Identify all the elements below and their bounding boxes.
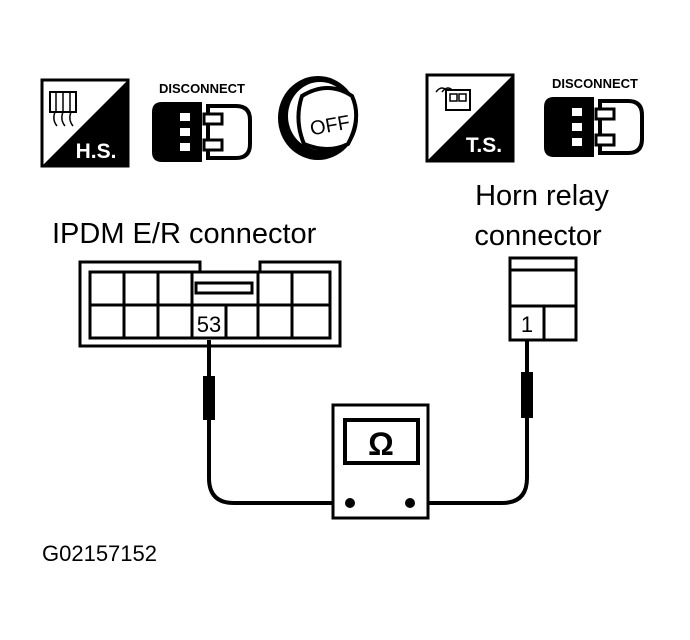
figure-id: G02157152	[42, 541, 157, 566]
ipdm-connector: 53	[78, 260, 342, 348]
ts-badge-text: T.S.	[466, 134, 502, 157]
harness-side-badge: H.S.	[40, 78, 130, 168]
terminal-side-badge: T.S.	[425, 73, 515, 163]
disconnect-icon-right	[544, 97, 644, 157]
ignition-off-icon: OFF	[278, 76, 359, 160]
probe-lead-left	[203, 340, 350, 505]
horn-relay-terminal-1: 1	[521, 312, 533, 337]
ohm-symbol: Ω	[368, 426, 394, 462]
harness-connector-icon	[49, 91, 77, 127]
ipdm-connector-label: IPDM E/R connector	[52, 218, 317, 250]
horn-relay-label-line2: connector	[474, 220, 602, 252]
horn-relay-connector: 1	[508, 256, 578, 342]
meter-terminal-right	[405, 498, 415, 508]
probe-lead-right	[410, 340, 533, 505]
disconnect-icon-left	[152, 102, 252, 162]
horn-relay-label-line1: Horn relay	[475, 180, 609, 212]
disconnect-label-right: DISCONNECT	[552, 76, 638, 91]
ohmmeter: Ω	[331, 403, 430, 520]
meter-terminal-left	[345, 498, 355, 508]
hs-badge-text: H.S.	[76, 140, 117, 163]
disconnect-label-left: DISCONNECT	[159, 81, 245, 96]
terminal-connector-icon	[435, 87, 471, 111]
ipdm-terminal-53: 53	[197, 312, 221, 337]
